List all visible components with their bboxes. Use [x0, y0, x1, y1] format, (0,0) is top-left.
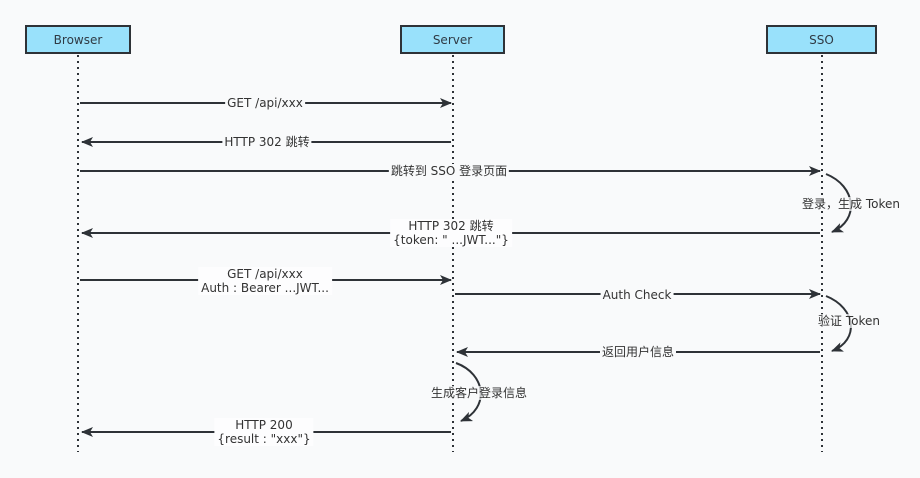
message-label-m6-line1: Auth Check: [602, 288, 672, 302]
message-label-m5: GET /api/xxx Auth : Bearer ...JWT...: [198, 267, 332, 295]
actor-browser-label: Browser: [53, 32, 103, 47]
message-label-m1-line1: GET /api/xxx: [227, 96, 303, 110]
self-label-s3: 生成客户登录信息: [430, 386, 528, 400]
actor-server-label: Server: [432, 32, 473, 47]
message-label-m1: GET /api/xxx: [225, 96, 305, 110]
message-label-m7-line1: 返回用户信息: [601, 345, 675, 359]
message-label-m7: 返回用户信息: [599, 345, 677, 359]
message-label-m8-line2: {result : "xxx"}: [217, 432, 311, 446]
actor-browser: Browser: [25, 25, 131, 54]
message-label-m8: HTTP 200 {result : "xxx"}: [214, 418, 314, 446]
self-label-s1: 登录，生成 Token: [802, 197, 900, 211]
actor-sso: SSO: [766, 25, 877, 54]
actor-sso-label: SSO: [809, 32, 834, 47]
self-label-s2-line1: 验证 Token: [818, 314, 880, 328]
self-label-s3-line1: 生成客户登录信息: [430, 386, 528, 400]
message-label-m5-line2: Auth : Bearer ...JWT...: [201, 281, 329, 295]
self-label-s2: 验证 Token: [818, 314, 880, 328]
message-label-m4-line2: {token: " ...JWT..."}: [393, 233, 509, 247]
message-label-m3-line1: 跳转到 SSO 登录页面: [390, 164, 508, 178]
actor-server: Server: [400, 25, 505, 54]
message-label-m2: HTTP 302 跳转: [222, 135, 312, 149]
message-label-m4-line1: HTTP 302 跳转: [408, 219, 494, 233]
message-label-m4: HTTP 302 跳转 {token: " ...JWT..."}: [390, 219, 512, 247]
message-label-m3: 跳转到 SSO 登录页面: [388, 164, 510, 178]
message-label-m6: Auth Check: [600, 288, 674, 302]
message-label-m2-line1: HTTP 302 跳转: [224, 135, 310, 149]
self-label-s1-line1: 登录，生成 Token: [802, 197, 900, 211]
message-label-m8-line1: HTTP 200: [235, 418, 293, 432]
message-label-m5-line1: GET /api/xxx: [227, 267, 303, 281]
